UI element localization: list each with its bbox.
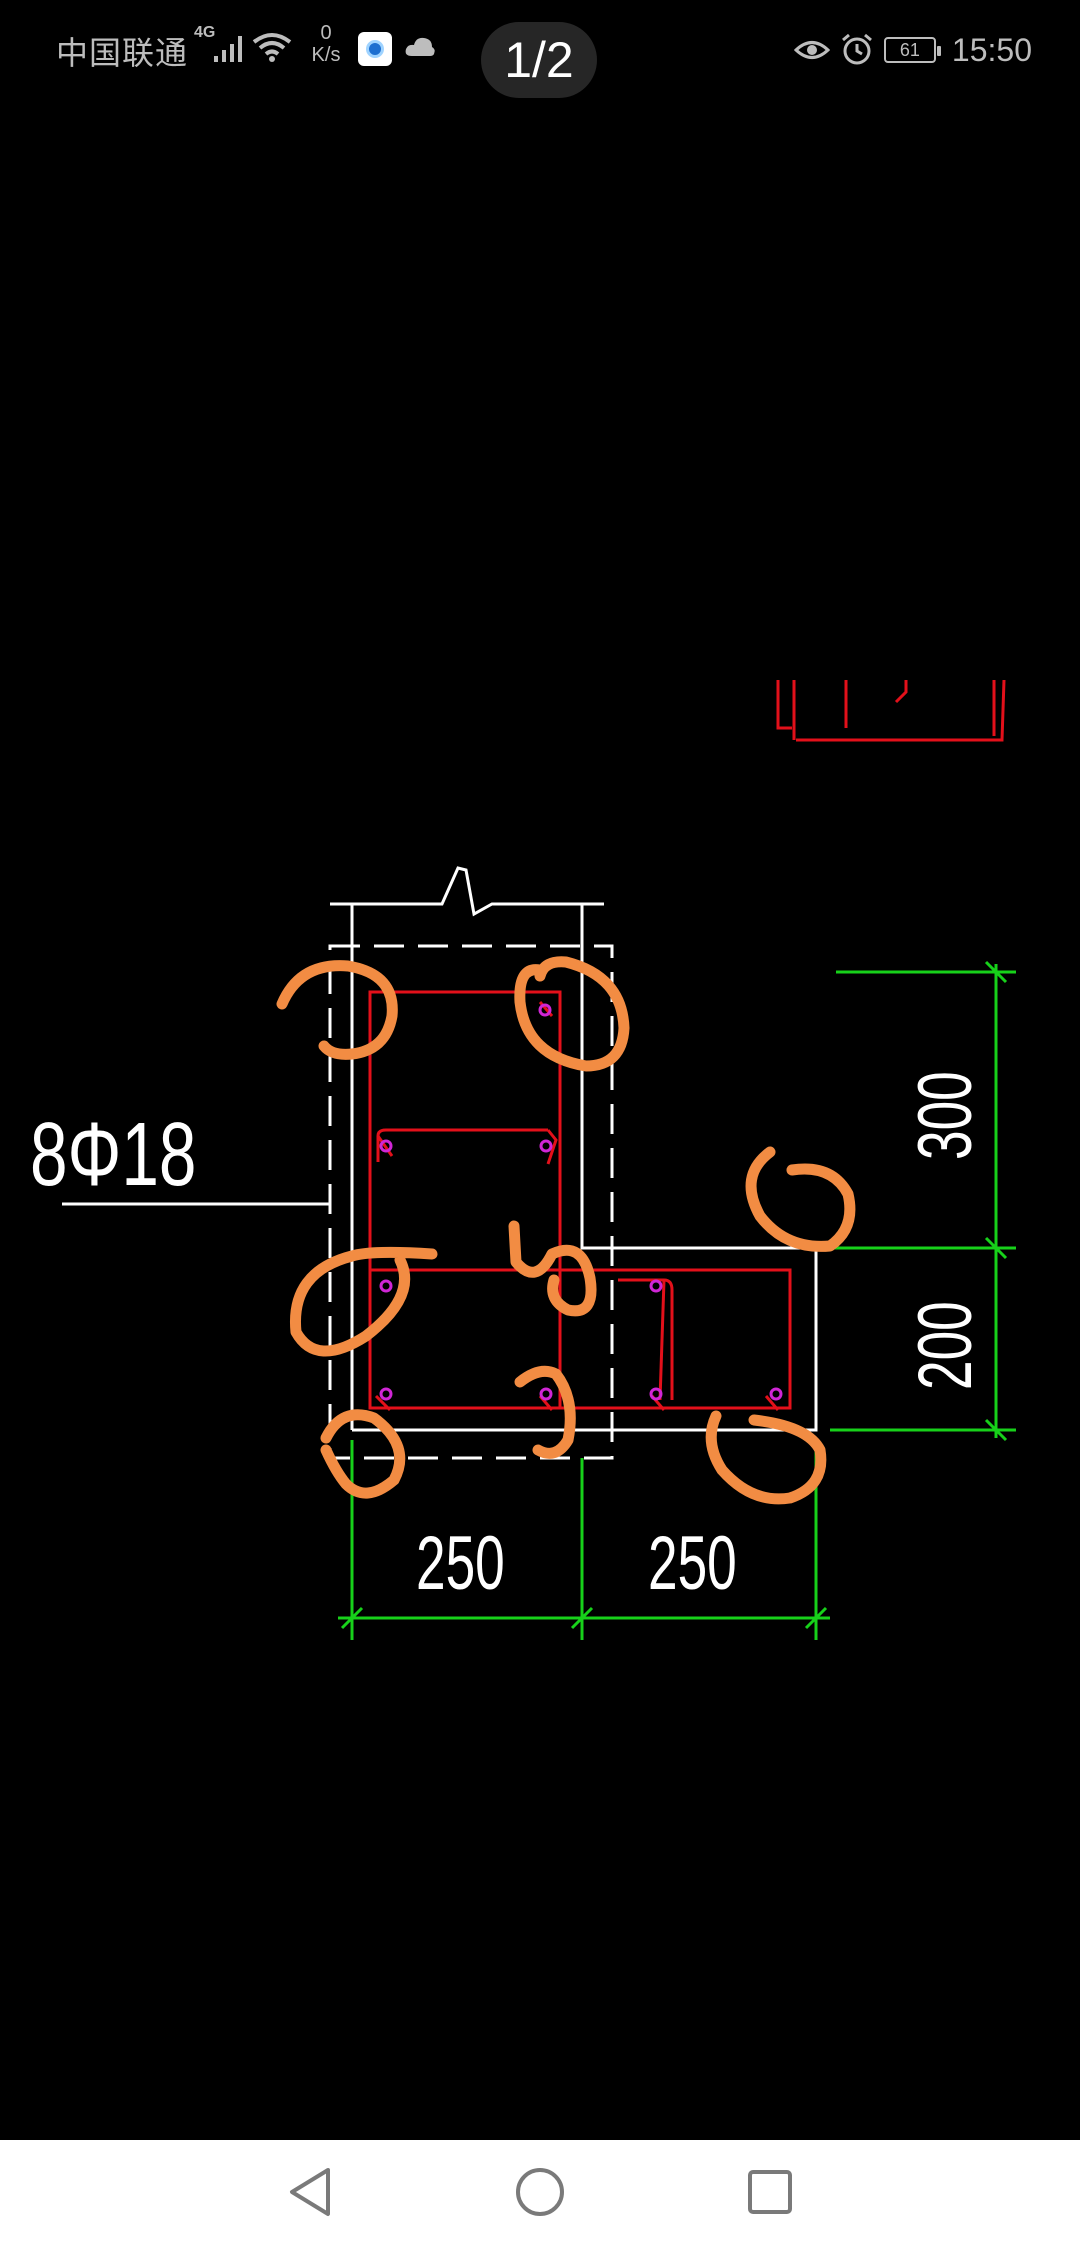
dim-label-bottom-left: 250 <box>416 1521 505 1606</box>
stirrups <box>368 990 792 1412</box>
right-status-group: 61 15:50 <box>793 24 1032 76</box>
home-icon <box>516 2168 564 2216</box>
partial-detail-top-right <box>776 679 1006 742</box>
annotation-mark-3 <box>289 1246 438 1357</box>
app-notification-icon <box>358 32 392 66</box>
annotation-mark-5 <box>320 1409 406 1499</box>
annotation-mark-1 <box>276 960 398 1060</box>
dim-label-right-bottom: 200 <box>903 1301 988 1390</box>
cloud-icon <box>405 37 435 56</box>
dim-label-right-top: 300 <box>903 1071 988 1160</box>
carrier-name: 中国联通 <box>56 34 189 72</box>
navigation-bar <box>0 2140 1080 2244</box>
annotation-mark-4 <box>508 1220 597 1317</box>
annotation-mark-8 <box>705 1410 827 1505</box>
rebar-dots <box>379 1003 783 1401</box>
dim-label-bottom-right: 250 <box>648 1521 737 1606</box>
hand-annotations <box>276 956 856 1505</box>
annotation-mark-7 <box>745 1146 856 1252</box>
back-icon <box>290 2168 330 2216</box>
battery-icon: 61 <box>883 37 941 63</box>
status-bar: 中国联通 4G 0 K/s 61 15:50 <box>0 0 1080 100</box>
speed-unit: K/s <box>311 44 341 66</box>
drawing-canvas[interactable]: 8Φ18 250 250 300 200 <box>0 100 1080 2140</box>
page-indicator: 1/2 <box>481 22 597 98</box>
home-button[interactable] <box>510 2162 570 2222</box>
clock: 15:50 <box>951 31 1032 68</box>
annotation-mark-2 <box>514 956 630 1072</box>
eye-comfort-icon <box>793 41 830 59</box>
recents-button[interactable] <box>740 2162 800 2222</box>
back-button[interactable] <box>280 2162 340 2222</box>
rebar-spec-label: 8Φ18 <box>30 1105 197 1205</box>
cad-section-svg <box>62 679 1016 1640</box>
annotation-mark-6 <box>514 1365 576 1459</box>
alarm-icon <box>841 33 872 65</box>
column-dashed-outline <box>328 944 614 1460</box>
signal-icon <box>214 36 242 62</box>
speed-value: 0 <box>320 22 332 44</box>
network-type: 4G <box>194 24 216 41</box>
network-speed: 0 K/s <box>306 22 346 66</box>
wifi-icon <box>252 33 292 62</box>
recents-icon <box>748 2170 792 2214</box>
column-outline <box>330 866 818 1432</box>
